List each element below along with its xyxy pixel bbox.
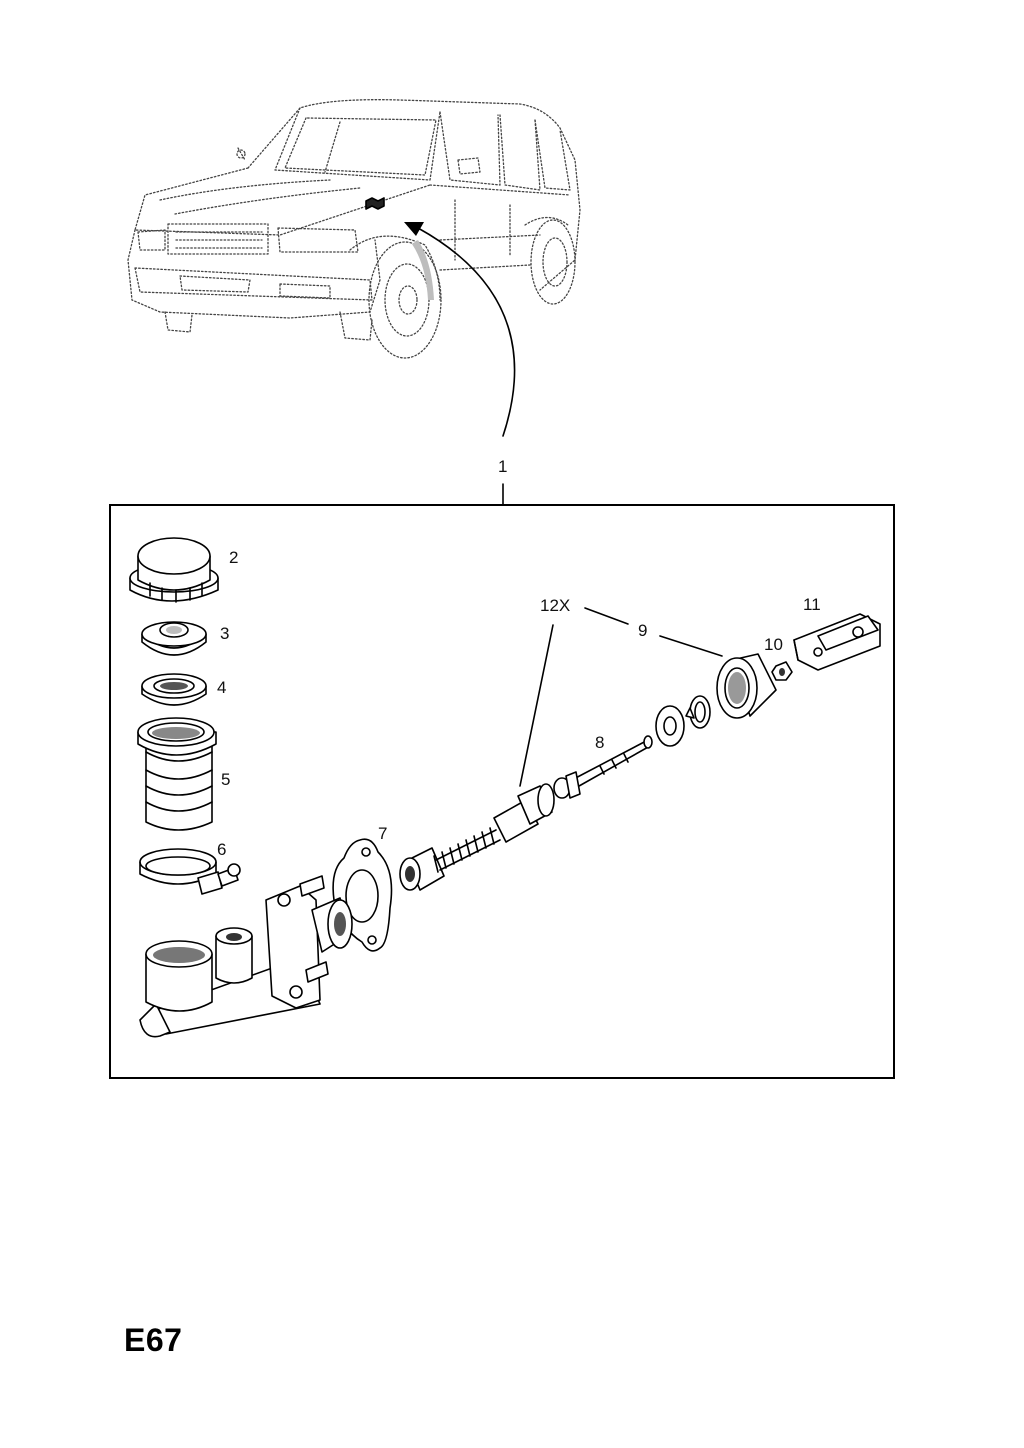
callout-7: 7 <box>378 824 388 843</box>
callout-4: 4 <box>217 678 227 697</box>
location-arrow-icon <box>404 222 516 437</box>
callout-10: 10 <box>764 635 783 654</box>
callout-11: 11 <box>803 595 821 614</box>
retaining-ring-part <box>655 695 711 747</box>
callout-8: 8 <box>595 733 605 752</box>
lock-nut-part <box>771 661 793 681</box>
vehicle-illustration-icon <box>127 99 581 359</box>
callout-5: 5 <box>221 770 231 789</box>
master-cylinder-body-part <box>139 875 353 1038</box>
page-code: E67 <box>124 1322 183 1358</box>
callout-1: 1 <box>498 457 508 476</box>
piston-spring-assembly-part <box>399 777 571 891</box>
callout-6: 6 <box>217 840 227 859</box>
leader-lines <box>519 607 723 787</box>
reservoir-body-part <box>137 717 217 831</box>
reservoir-cap-part <box>129 537 219 603</box>
callout-2: 2 <box>229 548 239 567</box>
callout-9: 9 <box>638 621 648 640</box>
diaphragm-plate-part <box>141 621 207 656</box>
clevis-part <box>793 613 881 671</box>
push-rod-part <box>565 735 653 799</box>
seal-ring-part <box>141 673 207 706</box>
callout-12x: 12X <box>540 596 571 615</box>
dust-boot-part <box>716 653 777 719</box>
hose-clamp-part <box>139 848 241 895</box>
callout-3: 3 <box>220 624 230 643</box>
assembly-frame <box>109 504 895 1079</box>
